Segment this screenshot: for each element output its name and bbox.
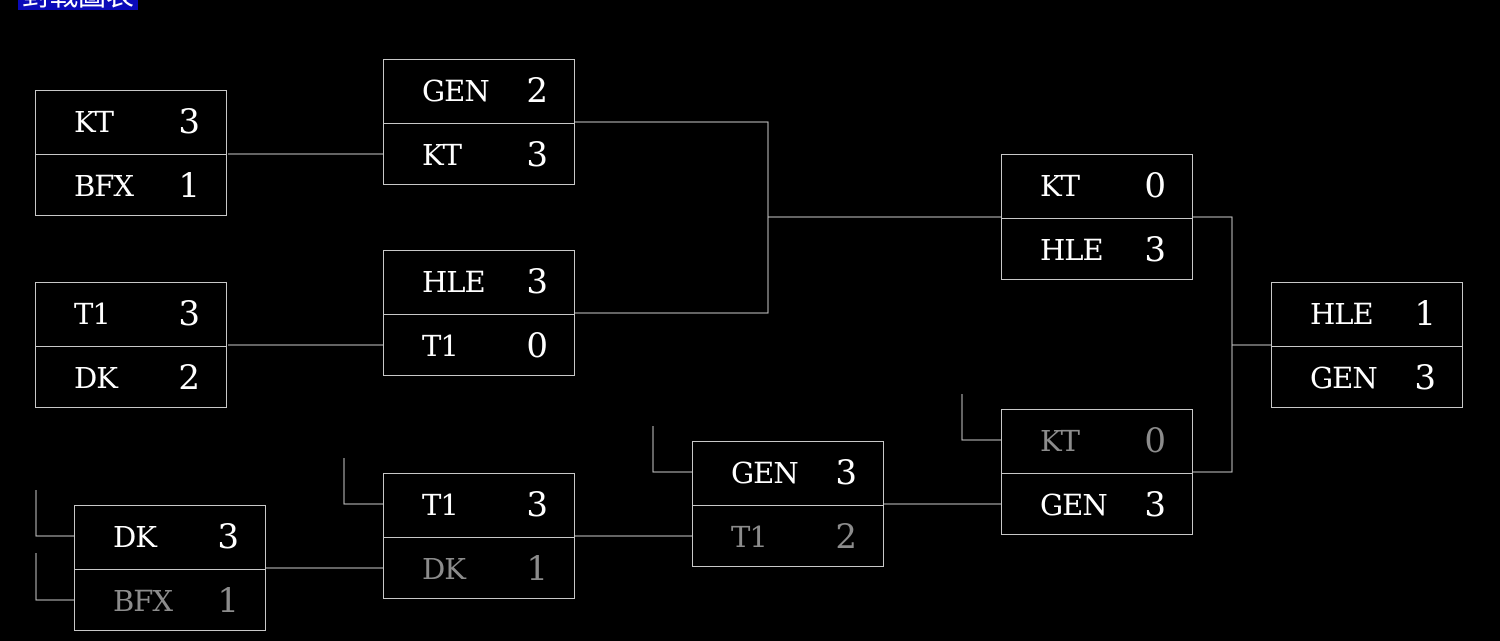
- team-name: HLE: [422, 265, 486, 299]
- team-row: DK 1: [384, 537, 574, 601]
- team-score: 0: [1144, 166, 1166, 206]
- team-name: GEN: [1040, 488, 1108, 522]
- team-score: 3: [835, 453, 857, 493]
- team-score: 2: [835, 517, 857, 557]
- match-ub-r1-1: KT 3 BFX 1: [35, 90, 227, 216]
- match-ub-final: KT 0 HLE 3: [1001, 154, 1193, 280]
- team-row: GEN 2: [384, 60, 574, 123]
- page-title: 對戰圖表: [18, 0, 139, 10]
- match-ub-r2-2: HLE 3 T1 0: [383, 250, 575, 376]
- team-name: HLE: [1040, 233, 1104, 267]
- team-score: 3: [1144, 230, 1166, 270]
- team-name: T1: [422, 329, 459, 363]
- team-score: 1: [178, 166, 200, 206]
- match-lb-r1: DK 3 BFX 1: [74, 505, 266, 631]
- team-row: GEN 3: [693, 442, 883, 505]
- team-name: T1: [74, 297, 111, 331]
- team-row: KT 0: [1002, 410, 1192, 473]
- team-score: 3: [1414, 358, 1436, 398]
- team-name: GEN: [422, 74, 490, 108]
- team-score: 3: [526, 135, 548, 175]
- team-name: DK: [74, 361, 118, 395]
- team-name: GEN: [1310, 361, 1378, 395]
- team-row: KT 3: [384, 123, 574, 187]
- match-lb-r2: T1 3 DK 1: [383, 473, 575, 599]
- team-row: BFX 1: [75, 569, 265, 633]
- team-row: DK 2: [36, 346, 226, 410]
- team-score: 1: [217, 581, 239, 621]
- match-grand-final: HLE 1 GEN 3: [1271, 282, 1463, 408]
- team-score: 0: [1144, 421, 1166, 461]
- team-name: KT: [1040, 424, 1080, 458]
- team-row: T1 0: [384, 314, 574, 378]
- team-name: DK: [113, 520, 157, 554]
- team-score: 3: [526, 262, 548, 302]
- team-row: T1 2: [693, 505, 883, 569]
- team-row: HLE 1: [1272, 283, 1462, 346]
- team-score: 3: [526, 485, 548, 525]
- team-score: 2: [178, 358, 200, 398]
- team-row: GEN 3: [1002, 473, 1192, 537]
- team-score: 1: [1414, 294, 1436, 334]
- team-name: KT: [422, 138, 462, 172]
- match-ub-r2-1: GEN 2 KT 3: [383, 59, 575, 185]
- team-name: KT: [74, 105, 114, 139]
- team-row: KT 0: [1002, 155, 1192, 218]
- team-score: 3: [1144, 485, 1166, 525]
- team-row: GEN 3: [1272, 346, 1462, 410]
- team-name: DK: [422, 552, 466, 586]
- team-score: 0: [526, 326, 548, 366]
- match-lb-r3: GEN 3 T1 2: [692, 441, 884, 567]
- match-lb-final: KT 0 GEN 3: [1001, 409, 1193, 535]
- team-score: 2: [526, 71, 548, 111]
- team-score: 1: [526, 549, 548, 589]
- team-name: T1: [422, 488, 459, 522]
- team-row: HLE 3: [384, 251, 574, 314]
- team-row: HLE 3: [1002, 218, 1192, 282]
- team-score: 3: [178, 102, 200, 142]
- team-name: BFX: [113, 584, 173, 618]
- team-row: DK 3: [75, 506, 265, 569]
- team-name: HLE: [1310, 297, 1374, 331]
- team-row: T1 3: [36, 283, 226, 346]
- team-name: BFX: [74, 169, 134, 203]
- match-ub-r1-2: T1 3 DK 2: [35, 282, 227, 408]
- team-score: 3: [178, 294, 200, 334]
- team-name: T1: [731, 520, 768, 554]
- team-name: GEN: [731, 456, 799, 490]
- team-row: T1 3: [384, 474, 574, 537]
- team-row: BFX 1: [36, 154, 226, 218]
- team-name: KT: [1040, 169, 1080, 203]
- team-score: 3: [217, 517, 239, 557]
- team-row: KT 3: [36, 91, 226, 154]
